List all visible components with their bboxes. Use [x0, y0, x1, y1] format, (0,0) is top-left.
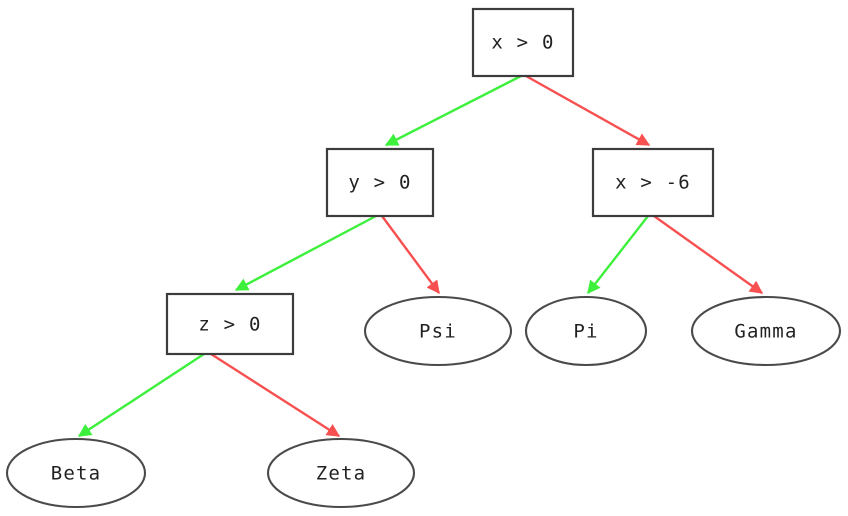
node-z0-label: z > 0 [198, 314, 261, 336]
node-z0[interactable]: z > 0 [165, 292, 295, 356]
edge-xm6-to-gamma-false [653, 215, 764, 294]
edge-group [77, 74, 764, 438]
node-root[interactable]: x > 0 [471, 7, 575, 78]
node-gamma[interactable]: Gamma [690, 295, 842, 367]
node-zeta[interactable]: Zeta [266, 437, 416, 509]
edge-z0-to-beta-true [77, 352, 205, 438]
node-pi[interactable]: Pi [524, 295, 648, 367]
edge-y0-to-psi-false [381, 215, 440, 295]
node-beta[interactable]: Beta [5, 437, 147, 509]
edge-z0-to-zeta-false [210, 352, 341, 438]
node-pi-label: Pi [573, 321, 598, 343]
node-psi-label: Psi [419, 321, 457, 343]
node-psi[interactable]: Psi [363, 295, 513, 367]
node-zeta-label: Zeta [316, 463, 367, 485]
edge-root-to-xm6-false [525, 74, 651, 147]
edge-root-to-y0-true [384, 74, 522, 147]
node-xm6[interactable]: x > -6 [591, 147, 715, 218]
edge-xm6-to-pi-true [587, 215, 649, 295]
node-y0-label: y > 0 [348, 172, 411, 194]
node-beta-label: Beta [51, 463, 102, 485]
node-y0[interactable]: y > 0 [325, 147, 435, 218]
node-gamma-label: Gamma [734, 321, 797, 343]
node-xm6-label: x > -6 [615, 172, 691, 194]
edge-y0-to-z0-true [234, 214, 377, 292]
node-root-label: x > 0 [491, 32, 554, 54]
